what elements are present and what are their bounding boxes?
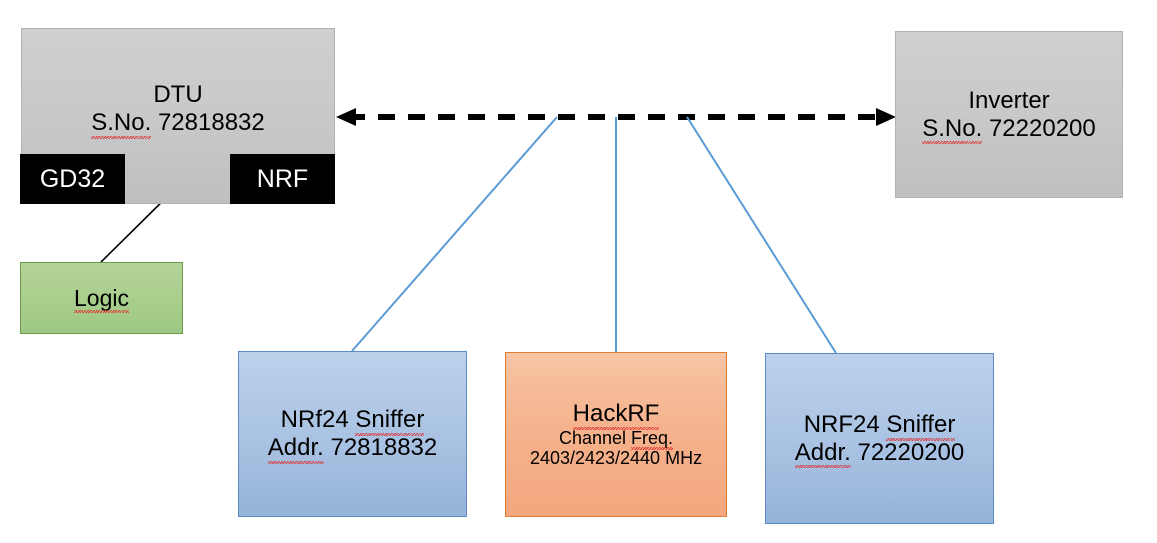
node-inverter[interactable]: Inverter S.No. 72220200	[895, 31, 1123, 198]
sniffer-right-title-head: NRF24	[803, 410, 887, 438]
node-sniffer-left[interactable]: NRf24 Sniffer Addr. 72818832	[238, 351, 467, 517]
node-gd32[interactable]: GD32	[20, 154, 125, 204]
dtu-serial-number: 72818832	[157, 108, 265, 136]
nrf-label: NRF	[256, 164, 309, 193]
sniffer-right-title-word: Sniffer	[886, 410, 956, 441]
dtu-title: DTU	[153, 81, 203, 108]
tap-line-right	[686, 116, 837, 354]
sniffer-tap-lines	[351, 116, 837, 354]
arrowhead-right	[876, 108, 896, 126]
hackrf-title-text: HackRF	[572, 399, 660, 430]
sniffer-left-addr-prefix: Addr.	[267, 434, 324, 464]
gd32-label: GD32	[39, 164, 106, 193]
hackrf-channel-values: 2403/2423/2440 MHz	[529, 448, 703, 469]
sniffer-left-addr: Addr. 72818832	[267, 434, 438, 464]
dtu-label-wrap: DTU S.No. 72818832	[22, 81, 334, 139]
hackrf-channel-word: Channel	[558, 427, 632, 448]
hackrf-title: HackRF	[572, 399, 660, 430]
sniffer-right-title: NRF24 Sniffer	[803, 410, 956, 441]
node-hackrf[interactable]: HackRF Channel Freq. 2403/2423/2440 MHz	[505, 352, 727, 517]
node-sniffer-right[interactable]: NRF24 Sniffer Addr. 72220200	[765, 353, 994, 524]
sniffer-left-title-head: NRf24	[280, 406, 356, 434]
arrowhead-left	[336, 108, 356, 126]
dtu-inverter-dashed-link	[336, 108, 896, 126]
inverter-serial-number: 72220200	[988, 114, 1096, 142]
hackrf-freq-word: Freq.	[631, 427, 674, 451]
node-nrf[interactable]: NRF	[230, 154, 335, 204]
sniffer-left-title: NRf24 Sniffer	[280, 406, 425, 436]
logic-label: Logic	[74, 284, 129, 313]
inverter-title: Inverter	[968, 86, 1050, 114]
sniffer-right-addr-prefix: Addr.	[794, 438, 851, 469]
tap-line-left	[351, 116, 558, 352]
sniffer-left-title-word: Sniffer	[355, 406, 425, 436]
inverter-serial: S.No. 72220200	[922, 114, 1096, 145]
sniffer-right-addr-value: 72220200	[857, 438, 965, 466]
hackrf-channel-label: Channel Freq.	[558, 427, 674, 451]
inverter-serial-gap	[982, 115, 989, 142]
dtu-serial-prefix: S.No.	[91, 108, 152, 139]
node-logic-analyzer[interactable]: Logic	[20, 262, 183, 334]
dtu-serial: S.No. 72818832	[22, 108, 334, 139]
sniffer-right-addr: Addr. 72220200	[794, 438, 965, 469]
inverter-serial-prefix: S.No.	[922, 114, 983, 145]
dtu-serial-value	[151, 109, 158, 136]
sniffer-left-addr-value: 72818832	[330, 434, 438, 461]
